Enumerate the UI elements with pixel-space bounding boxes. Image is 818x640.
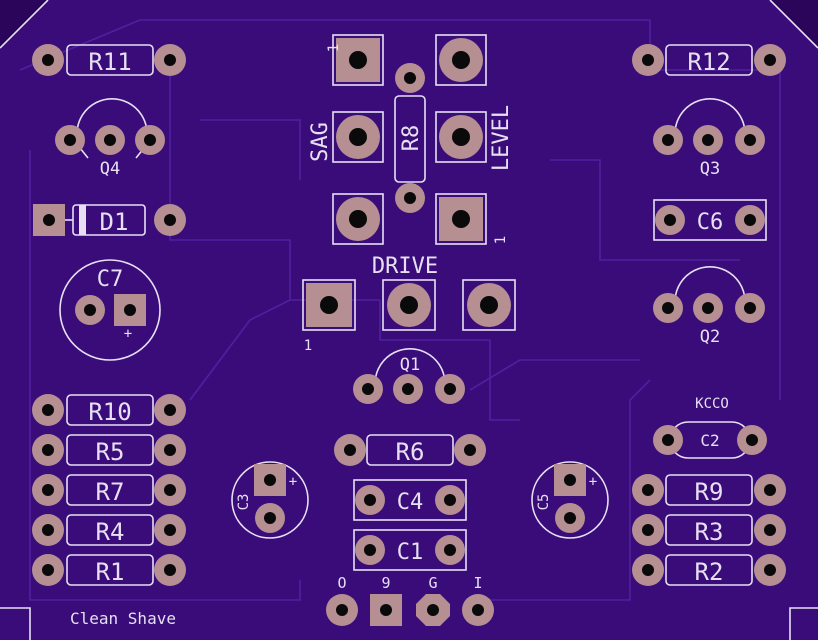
label-r10: R10 bbox=[88, 398, 131, 426]
connector-label-2: G bbox=[428, 574, 437, 592]
resistor-r10: R10 bbox=[32, 394, 186, 426]
label-r11: R11 bbox=[88, 48, 131, 76]
label-r3: R3 bbox=[695, 518, 724, 546]
connector-label-1: 9 bbox=[381, 574, 390, 592]
transistor-q1: Q1 bbox=[353, 348, 465, 404]
resistor-r4: R4 bbox=[32, 514, 186, 546]
capacitor-c1: C1 bbox=[353, 529, 467, 571]
transistor-q4: Q4 bbox=[55, 98, 165, 179]
label-c7: C7 bbox=[97, 267, 124, 292]
diode-d1: D1 bbox=[33, 204, 186, 236]
label-q1: Q1 bbox=[400, 355, 420, 375]
resistor-r7: R7 bbox=[32, 474, 186, 506]
label-d1: D1 bbox=[100, 208, 129, 236]
resistor-r1: R1 bbox=[32, 554, 186, 586]
resistor-r8: R8 bbox=[394, 63, 426, 213]
label-r4: R4 bbox=[96, 518, 125, 546]
pot-drive: DRIVE 1 bbox=[302, 254, 516, 354]
resistor-r5: R5 bbox=[32, 434, 186, 466]
connector-label-0: O bbox=[337, 574, 346, 592]
label-q3: Q3 bbox=[700, 159, 720, 179]
label-c4: C4 bbox=[397, 490, 424, 515]
label-q2: Q2 bbox=[700, 327, 720, 347]
connector-label-3: I bbox=[473, 574, 482, 592]
resistor-r11: R11 bbox=[32, 44, 186, 76]
label-sag-pin1: 1 bbox=[326, 44, 342, 52]
resistor-r3: R3 bbox=[632, 514, 786, 546]
capacitor-c3: C3 + bbox=[231, 461, 309, 539]
pot-sag: 1 SAG bbox=[308, 34, 384, 245]
label-c1: C1 bbox=[397, 540, 424, 565]
connector-header: O 9 G I bbox=[326, 574, 494, 626]
resistor-r9: R9 bbox=[632, 474, 786, 506]
label-r7: R7 bbox=[96, 478, 125, 506]
resistor-r6: R6 bbox=[334, 434, 486, 466]
label-kcco: KCCO bbox=[695, 396, 729, 412]
label-c3: C3 bbox=[236, 494, 252, 511]
label-c5: C5 bbox=[536, 494, 552, 511]
label-c6: C6 bbox=[697, 210, 724, 235]
label-r9: R9 bbox=[695, 478, 724, 506]
resistor-r2: R2 bbox=[632, 554, 786, 586]
capacitor-c6: C6 bbox=[653, 199, 767, 241]
label-c2: C2 bbox=[700, 431, 719, 450]
label-level-pin1: 1 bbox=[493, 236, 509, 244]
label-r1: R1 bbox=[96, 558, 125, 586]
transistor-q3: Q3 bbox=[653, 98, 765, 179]
capacitor-c2: C2 bbox=[653, 421, 767, 459]
transistor-q2: Q2 bbox=[653, 266, 765, 347]
label-r8: R8 bbox=[399, 125, 424, 152]
label-r2: R2 bbox=[695, 558, 724, 586]
label-r5: R5 bbox=[96, 438, 125, 466]
pot-level: 1 LEVEL bbox=[435, 34, 514, 245]
label-c5-plus: + bbox=[589, 474, 597, 490]
board-title: Clean Shave bbox=[70, 609, 176, 628]
label-drive: DRIVE bbox=[372, 254, 438, 279]
label-r6: R6 bbox=[396, 438, 425, 466]
label-sag: SAG bbox=[308, 122, 333, 162]
label-q4: Q4 bbox=[100, 159, 120, 179]
label-r12: R12 bbox=[687, 48, 730, 76]
label-drive-pin1: 1 bbox=[304, 338, 312, 354]
capacitor-c4: C4 bbox=[353, 479, 467, 521]
resistor-r12: R12 bbox=[632, 44, 786, 76]
label-level: LEVEL bbox=[489, 105, 514, 171]
label-c7-plus: + bbox=[124, 326, 132, 342]
capacitor-c7: C7 + bbox=[59, 259, 161, 361]
label-c3-plus: + bbox=[289, 474, 297, 490]
capacitor-c5: C5 + bbox=[531, 461, 609, 539]
